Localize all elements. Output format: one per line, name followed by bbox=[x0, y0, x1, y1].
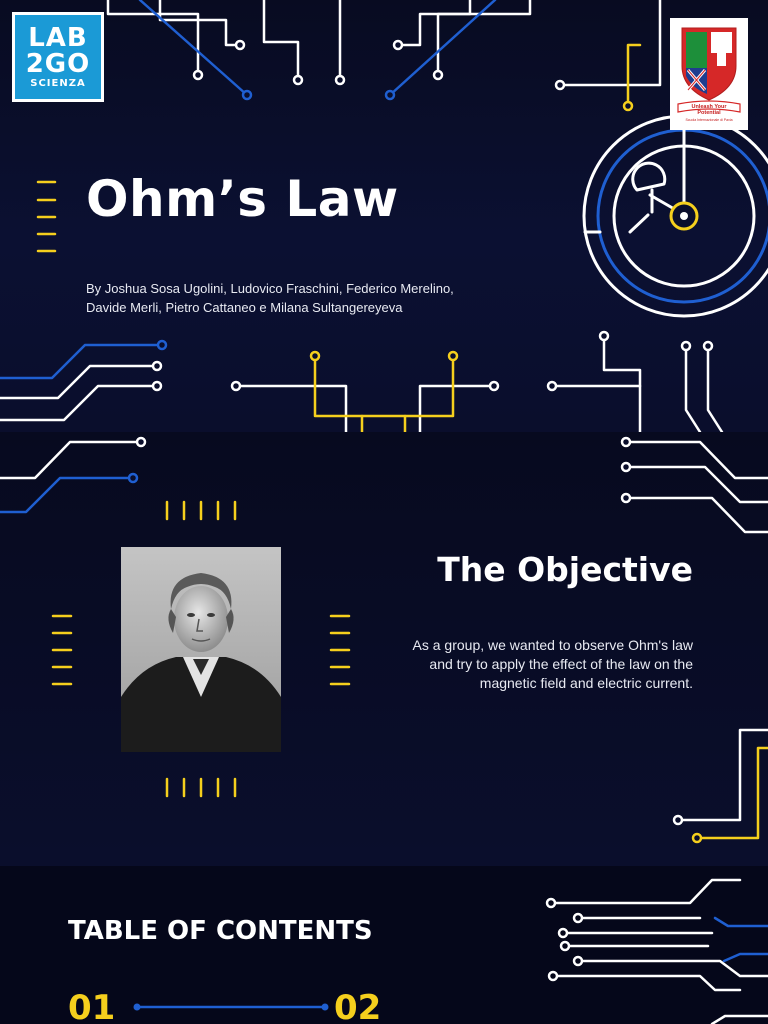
crest-shield-icon bbox=[677, 27, 741, 113]
logo-line-1: LAB bbox=[28, 23, 88, 53]
logo-line-2: 2GO bbox=[25, 49, 91, 79]
objective-heading: The Objective bbox=[437, 550, 693, 589]
lab2go-logo: LAB 2GO SCIENZA bbox=[12, 12, 104, 102]
toc-item-number: 01 bbox=[68, 988, 116, 1024]
slide-title: Ohm’s Law bbox=[86, 170, 399, 228]
objective-body: As a group, we wanted to observe Ohm's l… bbox=[412, 637, 693, 691]
crest-motto-2: Potential bbox=[697, 110, 721, 116]
toc-heading: TABLE OF CONTENTS bbox=[68, 916, 373, 946]
portrait-image bbox=[121, 547, 281, 752]
toc-item-number: 02 bbox=[334, 988, 382, 1024]
authors-text: By Joshua Sosa Ugolini, Ludovico Fraschi… bbox=[86, 281, 454, 315]
objective-slide: The Objective As a group, we wanted to o… bbox=[0, 432, 768, 866]
school-crest-logo: Unleash Your Potential Scuola Internazio… bbox=[670, 18, 748, 130]
crest-motto-1: Unleash Your bbox=[691, 104, 727, 110]
circuit-decoration bbox=[0, 0, 768, 432]
toc-slide: TABLE OF CONTENTS 01 02 bbox=[0, 866, 768, 1024]
title-dashes bbox=[36, 180, 57, 253]
title-slide: LAB 2GO SCIENZA Unleash Your Potential S… bbox=[0, 0, 768, 432]
target-circle-icon bbox=[582, 114, 768, 318]
circuit-decoration bbox=[133, 878, 768, 1024]
crest-subline: Scuola Internazionale di Pavia bbox=[685, 118, 733, 122]
logo-line-3: SCIENZA bbox=[30, 78, 86, 89]
circuit-decoration bbox=[0, 436, 768, 844]
